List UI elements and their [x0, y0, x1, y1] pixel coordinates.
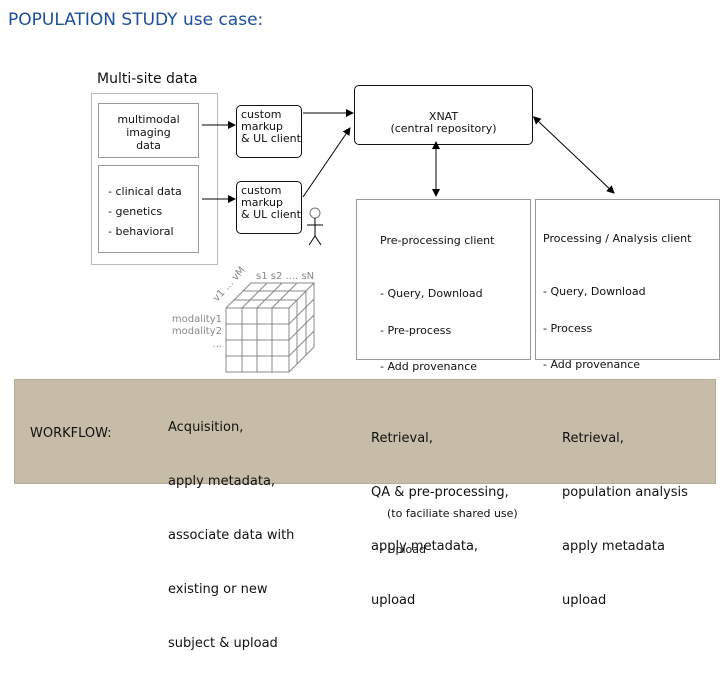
diagram-connectors: s1 s2 .... sN v1 ... vM modality1 modali… — [172, 109, 615, 373]
proc-item: - Process — [543, 321, 593, 335]
wf-line: apply metadata, — [168, 474, 276, 489]
workflow-label: WORKFLOW: — [30, 426, 112, 441]
wf-line: upload — [562, 593, 607, 608]
workflow-step-retrieval-qa: Retrieval, QA & pre-processing, apply me… — [371, 394, 509, 646]
pre-item: - Pre-process — [380, 323, 452, 337]
xnat-repository-box: XNAT (central repository) — [354, 85, 533, 145]
cube-diag-label: v1 ... vM — [211, 265, 248, 304]
wf-line: upload — [371, 593, 416, 608]
cm-line: markup — [241, 120, 283, 133]
wf-line: existing or new — [168, 582, 268, 597]
workflow-step-acquisition: Acquisition, apply metadata, associate d… — [168, 383, 294, 689]
page-title: POPULATION STUDY use case: — [8, 10, 264, 30]
wf-line: population analysis — [562, 485, 688, 500]
workflow-bar: WORKFLOW: Acquisition, apply metadata, a… — [14, 379, 716, 651]
custom-markup-client-bottom: custom markup & UL client — [236, 181, 302, 234]
wf-line: apply metadata — [562, 539, 665, 554]
imaging-data-box: multimodal imaging data — [98, 103, 199, 158]
proc-item: - Add provenance — [543, 358, 641, 372]
processing-client-title: Processing / Analysis client — [543, 232, 692, 246]
wf-line: QA & pre-processing, — [371, 485, 509, 500]
arrow-cm2-to-xnat — [302, 127, 351, 198]
person-icon — [307, 207, 323, 246]
xnat-subtitle: (central repository) — [390, 122, 497, 135]
arrow-xnat-processing — [532, 116, 615, 194]
custom-markup-client-top: custom markup & UL client — [236, 105, 302, 158]
workflow-step-retrieval-analysis: Retrieval, population analysis apply met… — [562, 394, 688, 646]
cube-top-labels: s1 s2 .... sN — [256, 271, 314, 282]
cm-line: markup — [241, 196, 283, 209]
imaging-line: multimodal — [117, 113, 180, 126]
xnat-name: XNAT — [428, 110, 459, 123]
cube-row-label: ... — [212, 339, 222, 350]
cube-row-label: modality2 — [172, 326, 222, 337]
wf-line: associate data with — [168, 528, 295, 543]
wf-line: Retrieval, — [562, 431, 624, 446]
cm-line: custom — [241, 184, 282, 197]
processing-client-box: Processing / Analysis client - Query, Do… — [535, 199, 720, 444]
preprocessing-client-title: Pre-processing client — [380, 234, 495, 248]
pre-item: - Add provenance — [380, 360, 478, 374]
wf-line: Retrieval, — [371, 431, 433, 446]
clinical-data-box: - clinical data - genetics - behavioral — [98, 165, 199, 253]
clinical-item: - genetics — [108, 205, 163, 218]
wf-line: Acquisition, — [168, 420, 244, 435]
cm-line: & UL client — [241, 132, 301, 145]
imaging-line: data — [136, 139, 161, 152]
clinical-item: - behavioral — [108, 225, 174, 238]
data-cube-icon — [225, 282, 316, 373]
cm-line: & UL client — [241, 208, 301, 221]
cm-line: custom — [241, 108, 282, 121]
clinical-item: - clinical data — [108, 185, 182, 198]
cube-row-label: modality1 — [172, 314, 222, 325]
multisite-container — [91, 93, 218, 265]
proc-item: - Query, Download — [543, 285, 646, 299]
wf-line: apply metadata, — [371, 539, 479, 554]
wf-line: subject & upload — [168, 636, 278, 651]
pre-item: - Query, Download — [380, 287, 483, 301]
multisite-label: Multi-site data — [97, 71, 198, 87]
imaging-line: imaging — [126, 126, 171, 139]
